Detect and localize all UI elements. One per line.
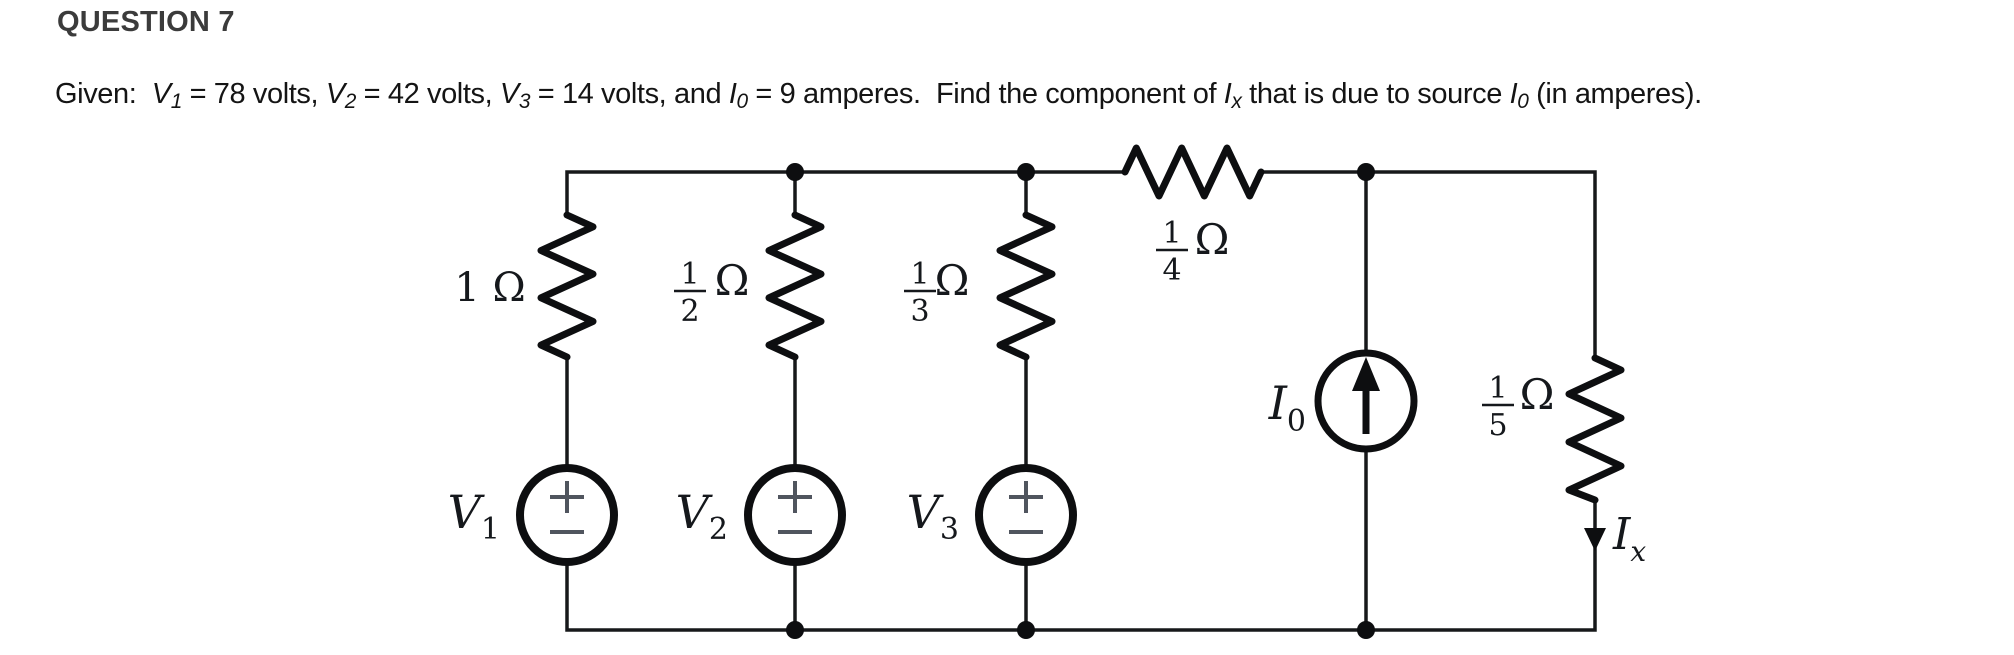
voltage-source-v3 <box>975 464 1077 566</box>
fraction-numerator: 1 <box>1488 371 1507 406</box>
fraction-denominator: 4 <box>1162 253 1181 288</box>
question-text-run: V <box>325 78 345 110</box>
plus-icon <box>1009 481 1043 513</box>
label-base: V <box>676 485 714 539</box>
ix-arrow-icon <box>1584 528 1606 551</box>
question-text-run: = 14 volts, and <box>530 78 729 110</box>
label-r3: 1 3 Ω <box>904 256 969 329</box>
question-text-run: 3 <box>518 90 531 113</box>
resistor-r5-zigzag <box>1565 354 1625 504</box>
question-text-run: = 9 amperes. Find the component of <box>747 78 1224 110</box>
label-base: I <box>1268 376 1288 430</box>
label-r2: 1 2 Ω <box>674 256 749 329</box>
wire-top-right <box>1261 170 1597 358</box>
label-subscript: 2 <box>709 512 728 547</box>
junction-dots <box>786 163 1375 639</box>
fraction-numerator: 1 <box>1162 216 1181 251</box>
label-v1: V1 <box>448 485 500 547</box>
circuit-labels: 1 Ω 1 2 Ω 1 3 Ω 1 4 Ω 1 <box>448 215 1647 568</box>
fraction-numerator: 1 <box>910 257 929 292</box>
fraction-denominator: 2 <box>680 294 699 329</box>
label-r4: 1 4 Ω <box>1156 215 1229 288</box>
wire-bottom-rail <box>565 500 1597 632</box>
question-text-run: (in amperes). <box>1528 78 1702 110</box>
label-base: I <box>1612 509 1632 560</box>
plus-icon <box>550 481 584 513</box>
label-ix: Ix <box>1612 509 1646 568</box>
label-subscript: 1 <box>481 512 500 547</box>
resistor-r1-zigzag <box>537 211 597 361</box>
source-circle <box>744 464 846 566</box>
question-text-run: x <box>1231 90 1242 113</box>
source-circle <box>975 464 1077 566</box>
question-text-run: 0 <box>736 90 749 113</box>
voltage-source-v1 <box>516 464 618 566</box>
resistor-r2-zigzag <box>765 211 825 361</box>
label-i0: I0 <box>1268 376 1306 439</box>
question-text-run: I <box>1509 78 1518 110</box>
label-r1: 1 Ω <box>454 265 525 311</box>
current-source-i0 <box>1314 349 1418 453</box>
question-text-run: 1 <box>170 90 183 113</box>
wire-top-left <box>565 170 1125 215</box>
question-text-run: V <box>499 78 519 110</box>
label-subscript: 3 <box>940 512 959 547</box>
ohm-unit: Ω <box>715 256 750 305</box>
plus-icon <box>778 481 812 513</box>
label-subscript: 0 <box>1287 404 1306 439</box>
label-v3: V3 <box>907 485 959 547</box>
junction-dot <box>786 621 804 639</box>
source-circle <box>516 464 618 566</box>
ohm-unit: Ω <box>1520 370 1555 419</box>
question-text-run: that is due to source <box>1241 78 1510 110</box>
question-text-run: I <box>728 78 737 110</box>
resistor-r3-zigzag <box>996 211 1056 361</box>
voltage-source-v2 <box>744 464 846 566</box>
question-text-run: = 42 volts, <box>356 78 500 110</box>
fraction-denominator: 3 <box>910 294 929 329</box>
current-arrow-head <box>1352 357 1380 391</box>
question-text-run: V <box>151 78 171 110</box>
question-text-run: I <box>1223 78 1232 110</box>
junction-dot <box>1017 621 1035 639</box>
fraction-denominator: 5 <box>1488 408 1507 443</box>
label-r5: 1 5 Ω <box>1482 370 1554 443</box>
junction-dot <box>1357 621 1375 639</box>
label-base: V <box>448 485 486 539</box>
label-subscript: x <box>1630 535 1646 568</box>
wires <box>565 170 1597 632</box>
question-text-run: 0 <box>1517 90 1529 113</box>
question-prompt: Given: V1 = 78 volts, V2 = 42 volts, V3 … <box>55 78 1702 114</box>
label-base: V <box>907 485 945 539</box>
junction-dot <box>1017 163 1035 181</box>
ohm-unit: Ω <box>1195 215 1230 264</box>
junction-dot <box>786 163 804 181</box>
question-text-run: = 78 volts, <box>181 78 326 110</box>
label-v2: V2 <box>676 485 728 547</box>
junction-dot <box>1357 163 1375 181</box>
fraction-numerator: 1 <box>680 257 699 292</box>
question-title: QUESTION 7 <box>57 6 235 38</box>
resistor-r4-zigzag <box>1121 144 1265 200</box>
question-text-run: Given: <box>55 78 152 110</box>
question-text-run: 2 <box>344 90 357 113</box>
resistors <box>537 144 1625 504</box>
ohm-unit: Ω <box>935 256 970 305</box>
